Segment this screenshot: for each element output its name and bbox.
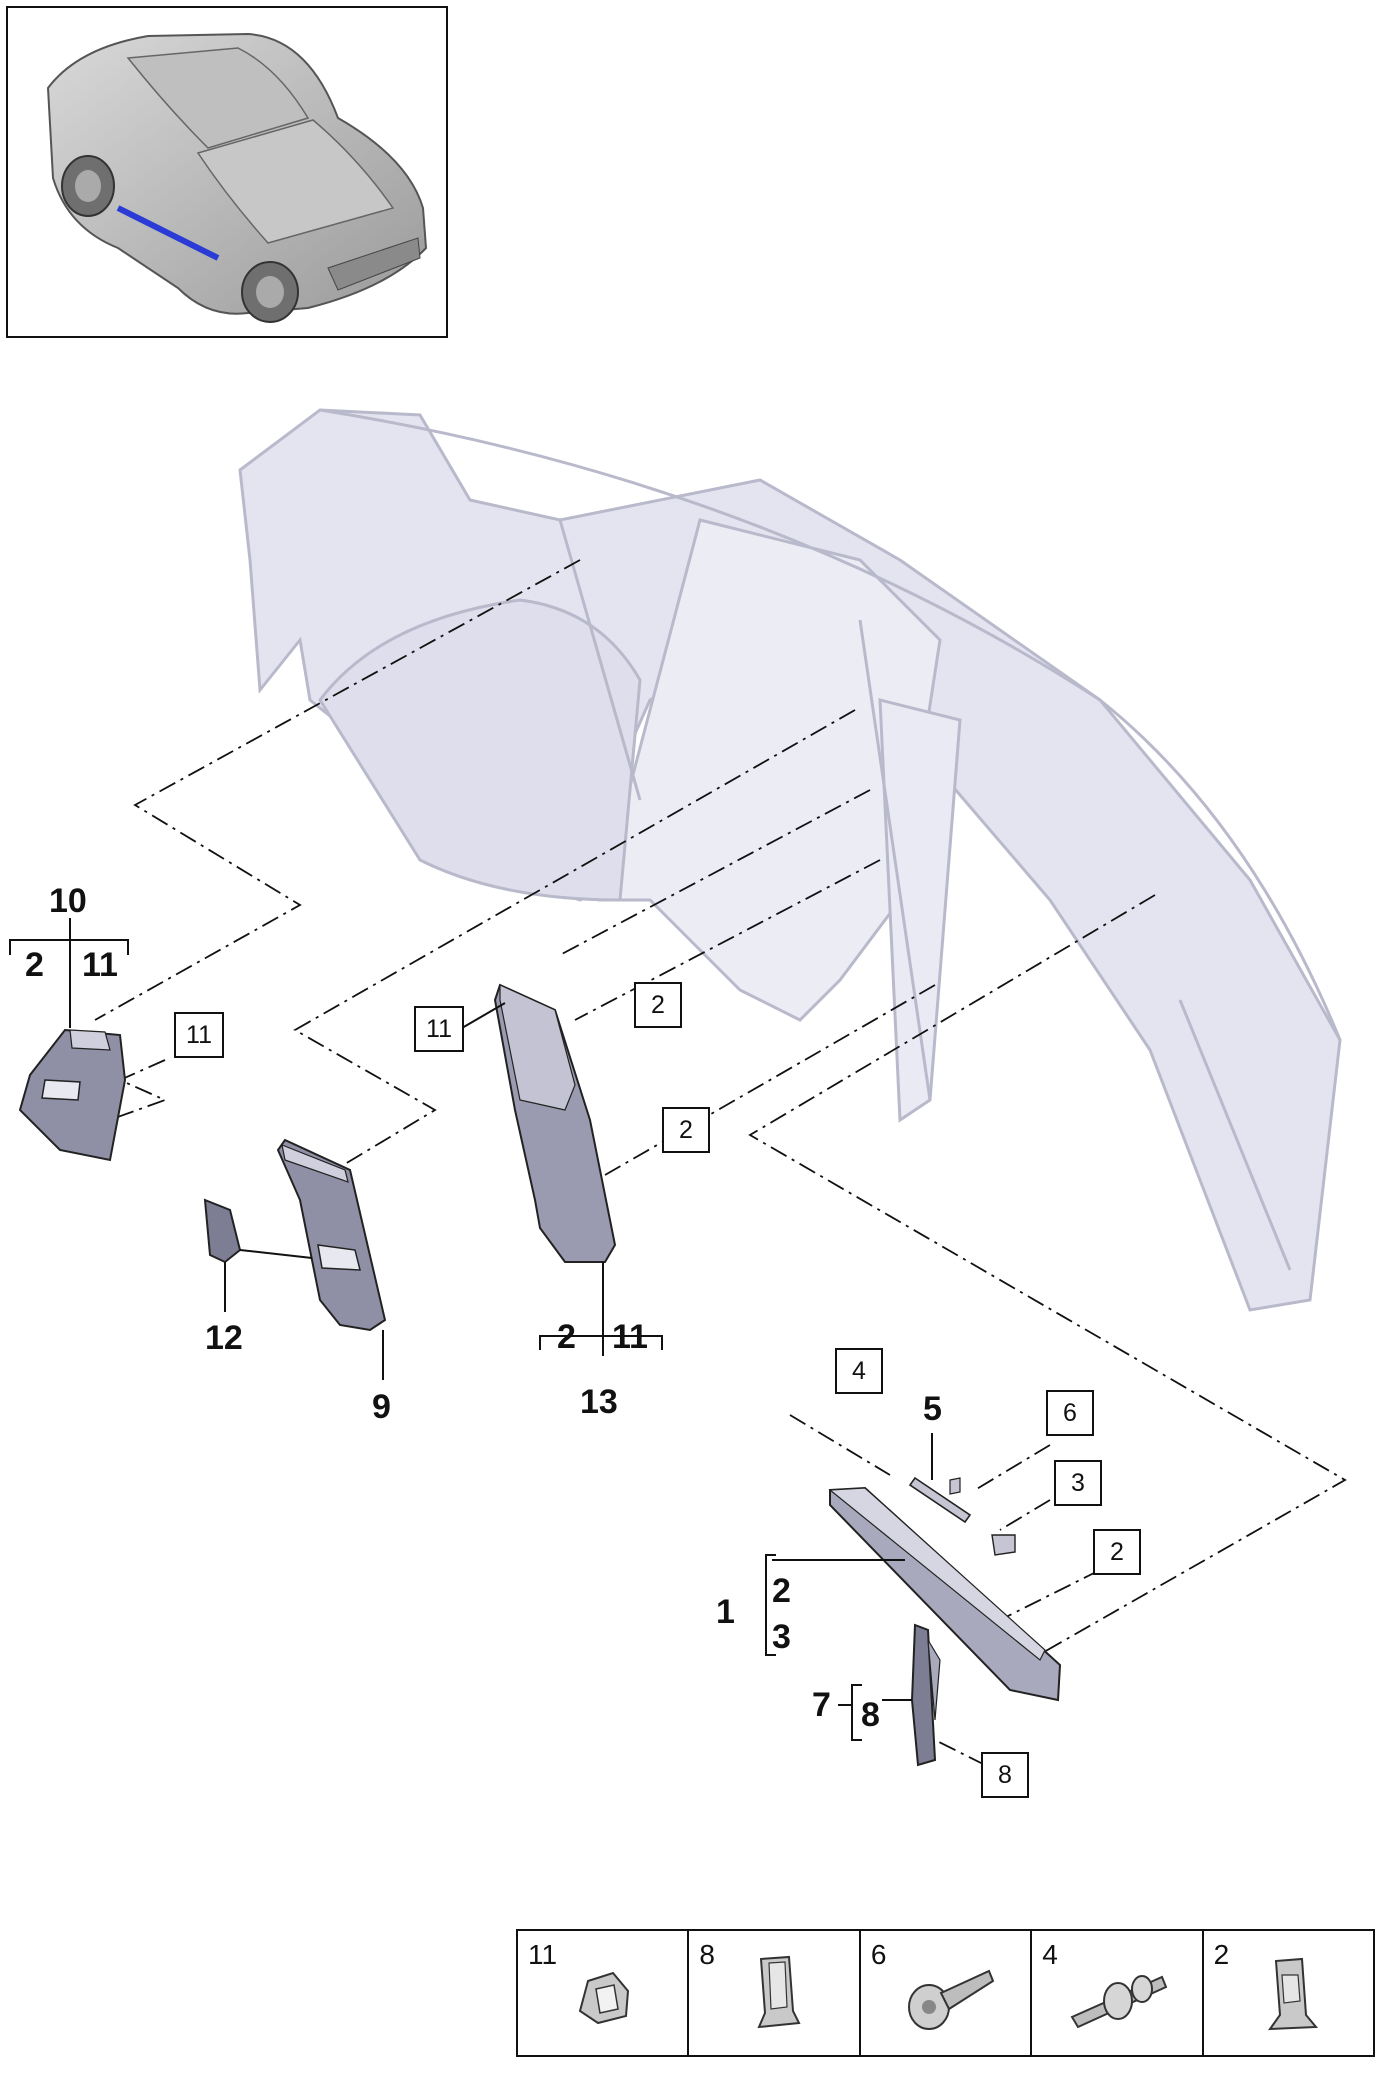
boxed-ref-2-lower: 2 — [662, 1107, 710, 1153]
boxed-ref-2-upper: 2 — [634, 982, 682, 1028]
retaining-clip-icon — [1267, 1957, 1318, 2031]
boxed-ref-8: 8 — [981, 1752, 1029, 1798]
callout-9: 9 — [372, 1388, 391, 1426]
boxed-ref-6: 6 — [1046, 1390, 1094, 1436]
callout-13: 13 — [580, 1383, 618, 1421]
legend-cell-4: 4 — [1032, 1931, 1204, 2055]
legend-number: 4 — [1042, 1939, 1058, 1970]
callout-1-sub-2: 2 — [772, 1572, 791, 1610]
callout-brackets — [9, 918, 933, 1741]
legend-cell-11: 11 — [518, 1931, 690, 2055]
part-12-bracket — [203, 1198, 242, 1264]
callout-10-sub-2: 2 — [25, 946, 44, 984]
callout-10: 10 — [49, 882, 87, 920]
part-13-trim — [493, 983, 617, 1263]
part-1-trim — [828, 1486, 1062, 1702]
vehicle-thumbnail — [6, 6, 448, 338]
callout-12: 12 — [205, 1319, 243, 1357]
callout-5: 5 — [923, 1390, 942, 1428]
part-10-trim — [18, 1028, 127, 1162]
callout-7: 7 — [812, 1686, 831, 1724]
boxed-ref-4: 4 — [835, 1348, 883, 1394]
legend-number: 8 — [699, 1939, 715, 1970]
callout-1: 1 — [716, 1593, 735, 1631]
boxed-ref-11-left: 11 — [174, 1012, 224, 1058]
boxed-ref-2-right: 2 — [1093, 1529, 1141, 1575]
legend-cell-2: 2 — [1204, 1931, 1373, 2055]
stud-bolt-icon — [1070, 1975, 1168, 2029]
clip-bracket-icon — [578, 1971, 630, 2025]
callout-13-sub-11: 11 — [612, 1318, 648, 1356]
legend-cell-6: 6 — [861, 1931, 1033, 2055]
callout-13-sub-2: 2 — [557, 1318, 576, 1356]
legend-number: 2 — [1213, 1939, 1230, 1970]
legend-number: 6 — [870, 1939, 887, 1970]
callout-1-sub-3: 3 — [772, 1618, 791, 1656]
legend-number: 11 — [528, 1939, 558, 1970]
body-side-frame — [238, 408, 1342, 1312]
boxed-ref-11-center: 11 — [414, 1006, 464, 1052]
legend-cell-8: 8 — [689, 1931, 861, 2055]
part-9-trim — [276, 1138, 387, 1332]
screw-icon — [907, 1969, 995, 2030]
boxed-ref-3: 3 — [1054, 1460, 1102, 1506]
suv-illustration — [46, 32, 428, 323]
part-5-strip — [908, 1476, 972, 1524]
part-3-clip — [991, 1534, 1016, 1556]
callout-10-sub-11: 11 — [82, 946, 118, 984]
callout-7-sub-8: 8 — [861, 1696, 880, 1734]
spring-clip-icon — [757, 1955, 801, 2029]
fastener-legend: 11 8 6 4 — [516, 1929, 1375, 2057]
leader-lines — [94, 559, 1347, 1766]
part-7-bracket — [910, 1623, 941, 1767]
